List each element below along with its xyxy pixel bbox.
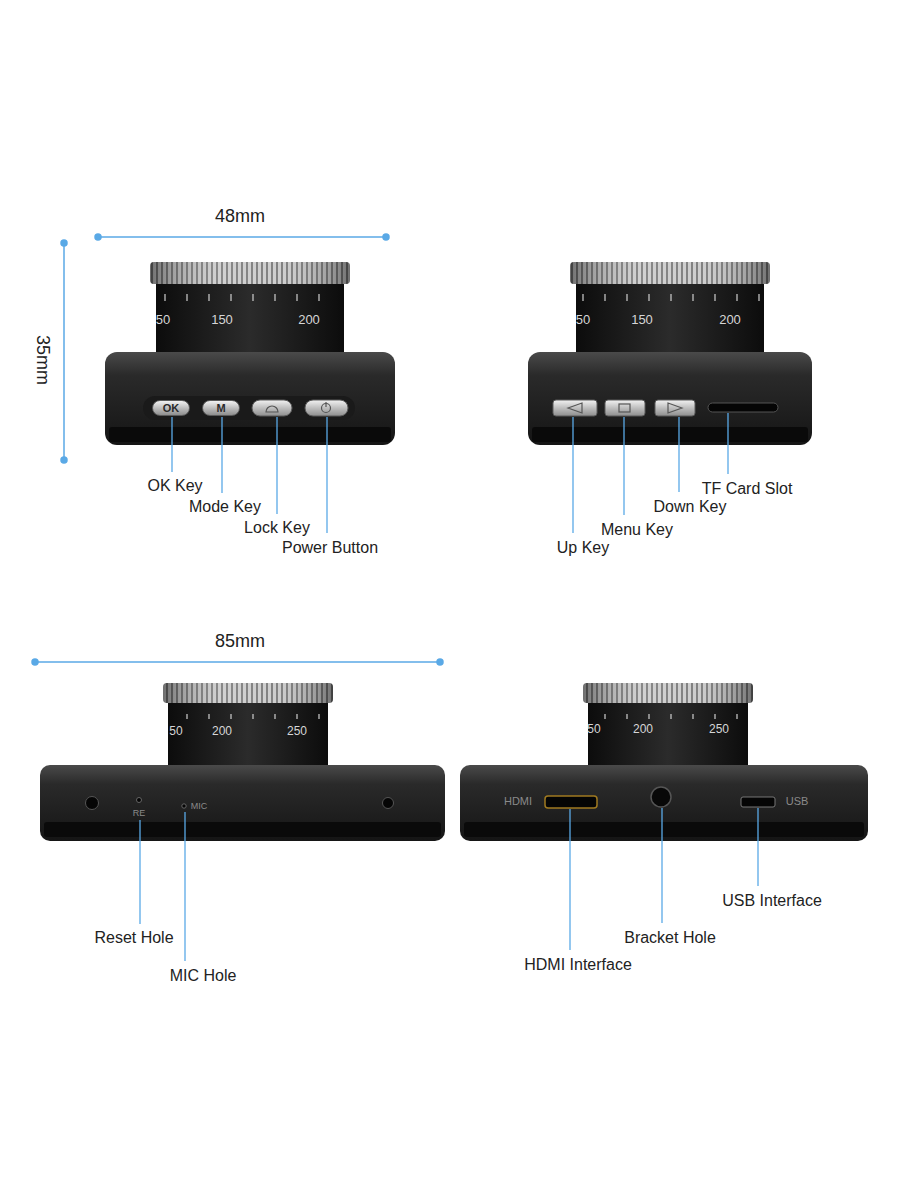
- button-key: OK: [152, 400, 190, 416]
- button-text: M: [216, 403, 225, 414]
- lens-scale-number: 200: [633, 722, 653, 736]
- part-label: Power Button: [282, 538, 378, 557]
- lens-scale-number: 150: [211, 312, 233, 328]
- part-label: Reset Hole: [94, 928, 173, 947]
- button-key: M: [202, 400, 240, 416]
- part-label: Menu Key: [601, 520, 673, 539]
- body-marking: RE: [133, 808, 146, 819]
- lens-scale-number: 50: [576, 312, 590, 328]
- dimension-label: 48mm: [215, 206, 265, 228]
- body-marking: USB: [786, 795, 809, 808]
- part-label: TF Card Slot: [702, 479, 793, 498]
- leader-lines: [140, 413, 758, 961]
- part-label: Down Key: [654, 497, 727, 516]
- body-marking: MIC: [191, 801, 208, 812]
- lens-scale-number: 250: [287, 724, 307, 738]
- part-label: Up Key: [557, 538, 609, 557]
- button-text: OK: [163, 403, 180, 414]
- lens-scale-number: 200: [212, 724, 232, 738]
- dimension-label: 35mm: [31, 335, 53, 385]
- camera-view-front-right: [528, 262, 812, 445]
- lens-scale-number: 150: [631, 312, 653, 328]
- part-label: Mode Key: [189, 497, 261, 516]
- lens-scale-number: 200: [719, 312, 741, 328]
- lens-scale-number: 50: [587, 722, 600, 736]
- dimension-label: 85mm: [215, 631, 265, 653]
- dimension-lines: [32, 234, 443, 665]
- lens-scale-number: 50: [169, 724, 182, 738]
- part-label: USB Interface: [722, 891, 822, 910]
- camera-view-top-right: [460, 683, 868, 841]
- part-label: HDMI Interface: [524, 955, 632, 974]
- lens-scale-number: 200: [298, 312, 320, 328]
- lens-scale-number: 250: [709, 722, 729, 736]
- part-label: Lock Key: [244, 518, 310, 537]
- part-label: OK Key: [147, 476, 202, 495]
- lens-scale-number: 50: [156, 312, 170, 328]
- camera-view-front-left: [105, 262, 395, 445]
- body-marking: HDMI: [504, 795, 532, 808]
- part-label: Bracket Hole: [624, 928, 716, 947]
- camera-view-top-left: [40, 683, 445, 841]
- part-label: MIC Hole: [170, 966, 237, 985]
